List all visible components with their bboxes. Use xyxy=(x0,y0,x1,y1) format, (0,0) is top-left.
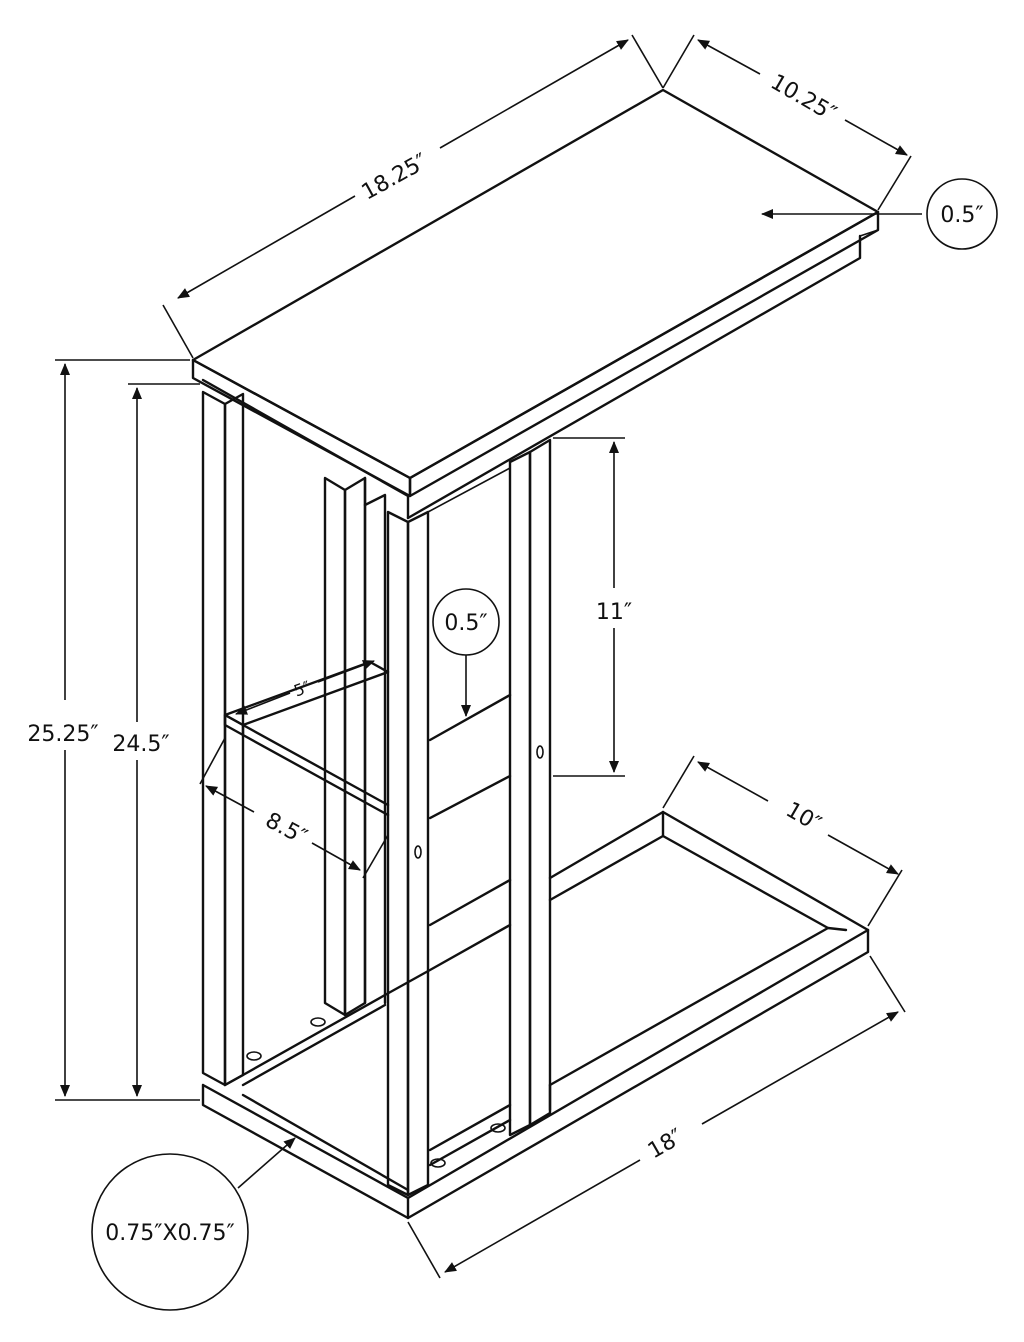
label-shelf-depth: 5″ xyxy=(291,677,313,700)
dim-base-length: 18″ xyxy=(407,955,906,1279)
label-opening-height: 11″ xyxy=(596,600,632,625)
dim-base-width: 10″ xyxy=(662,755,903,927)
dim-top-width: 10.25″ xyxy=(662,34,912,211)
label-base-width: 10″ xyxy=(781,797,825,837)
label-leg-height: 24.5″ xyxy=(112,732,169,757)
label-total-height: 25.25″ xyxy=(27,722,98,747)
label-shelf-width: 8.5″ xyxy=(261,808,311,850)
label-top-length: 18.25″ xyxy=(358,149,432,205)
dim-opening-height: 11″ xyxy=(553,437,632,777)
table-top xyxy=(191,88,880,520)
dim-shelf-depth: 5″ xyxy=(235,660,375,715)
bubble-leg-profile xyxy=(91,1153,249,1311)
dim-leg-profile: 0.75″X0.75″ xyxy=(91,1137,296,1311)
dim-leg-height: 24.5″ xyxy=(112,383,200,1097)
label-top-width: 10.25″ xyxy=(766,70,840,127)
side-shelf xyxy=(223,660,512,820)
bubble-shelf-thickness xyxy=(432,588,500,656)
label-shelf-thickness: 0.5″ xyxy=(444,611,487,636)
left-legs xyxy=(201,390,387,1087)
label-base-length: 18″ xyxy=(644,1124,688,1164)
dim-shelf-thickness: 0.5″ xyxy=(432,588,500,717)
base-frame xyxy=(201,810,870,1220)
dim-total-height: 25.25″ xyxy=(27,359,200,1101)
label-top-thickness: 0.5″ xyxy=(940,203,983,228)
dim-top-length: 18.25″ xyxy=(162,34,664,359)
dim-shelf-width: 8.5″ xyxy=(199,737,389,879)
bubble-top-thickness xyxy=(926,178,998,250)
dim-top-thickness: 0.5″ xyxy=(761,178,998,250)
front-legs xyxy=(386,438,552,1197)
label-leg-profile: 0.75″X0.75″ xyxy=(105,1221,234,1246)
